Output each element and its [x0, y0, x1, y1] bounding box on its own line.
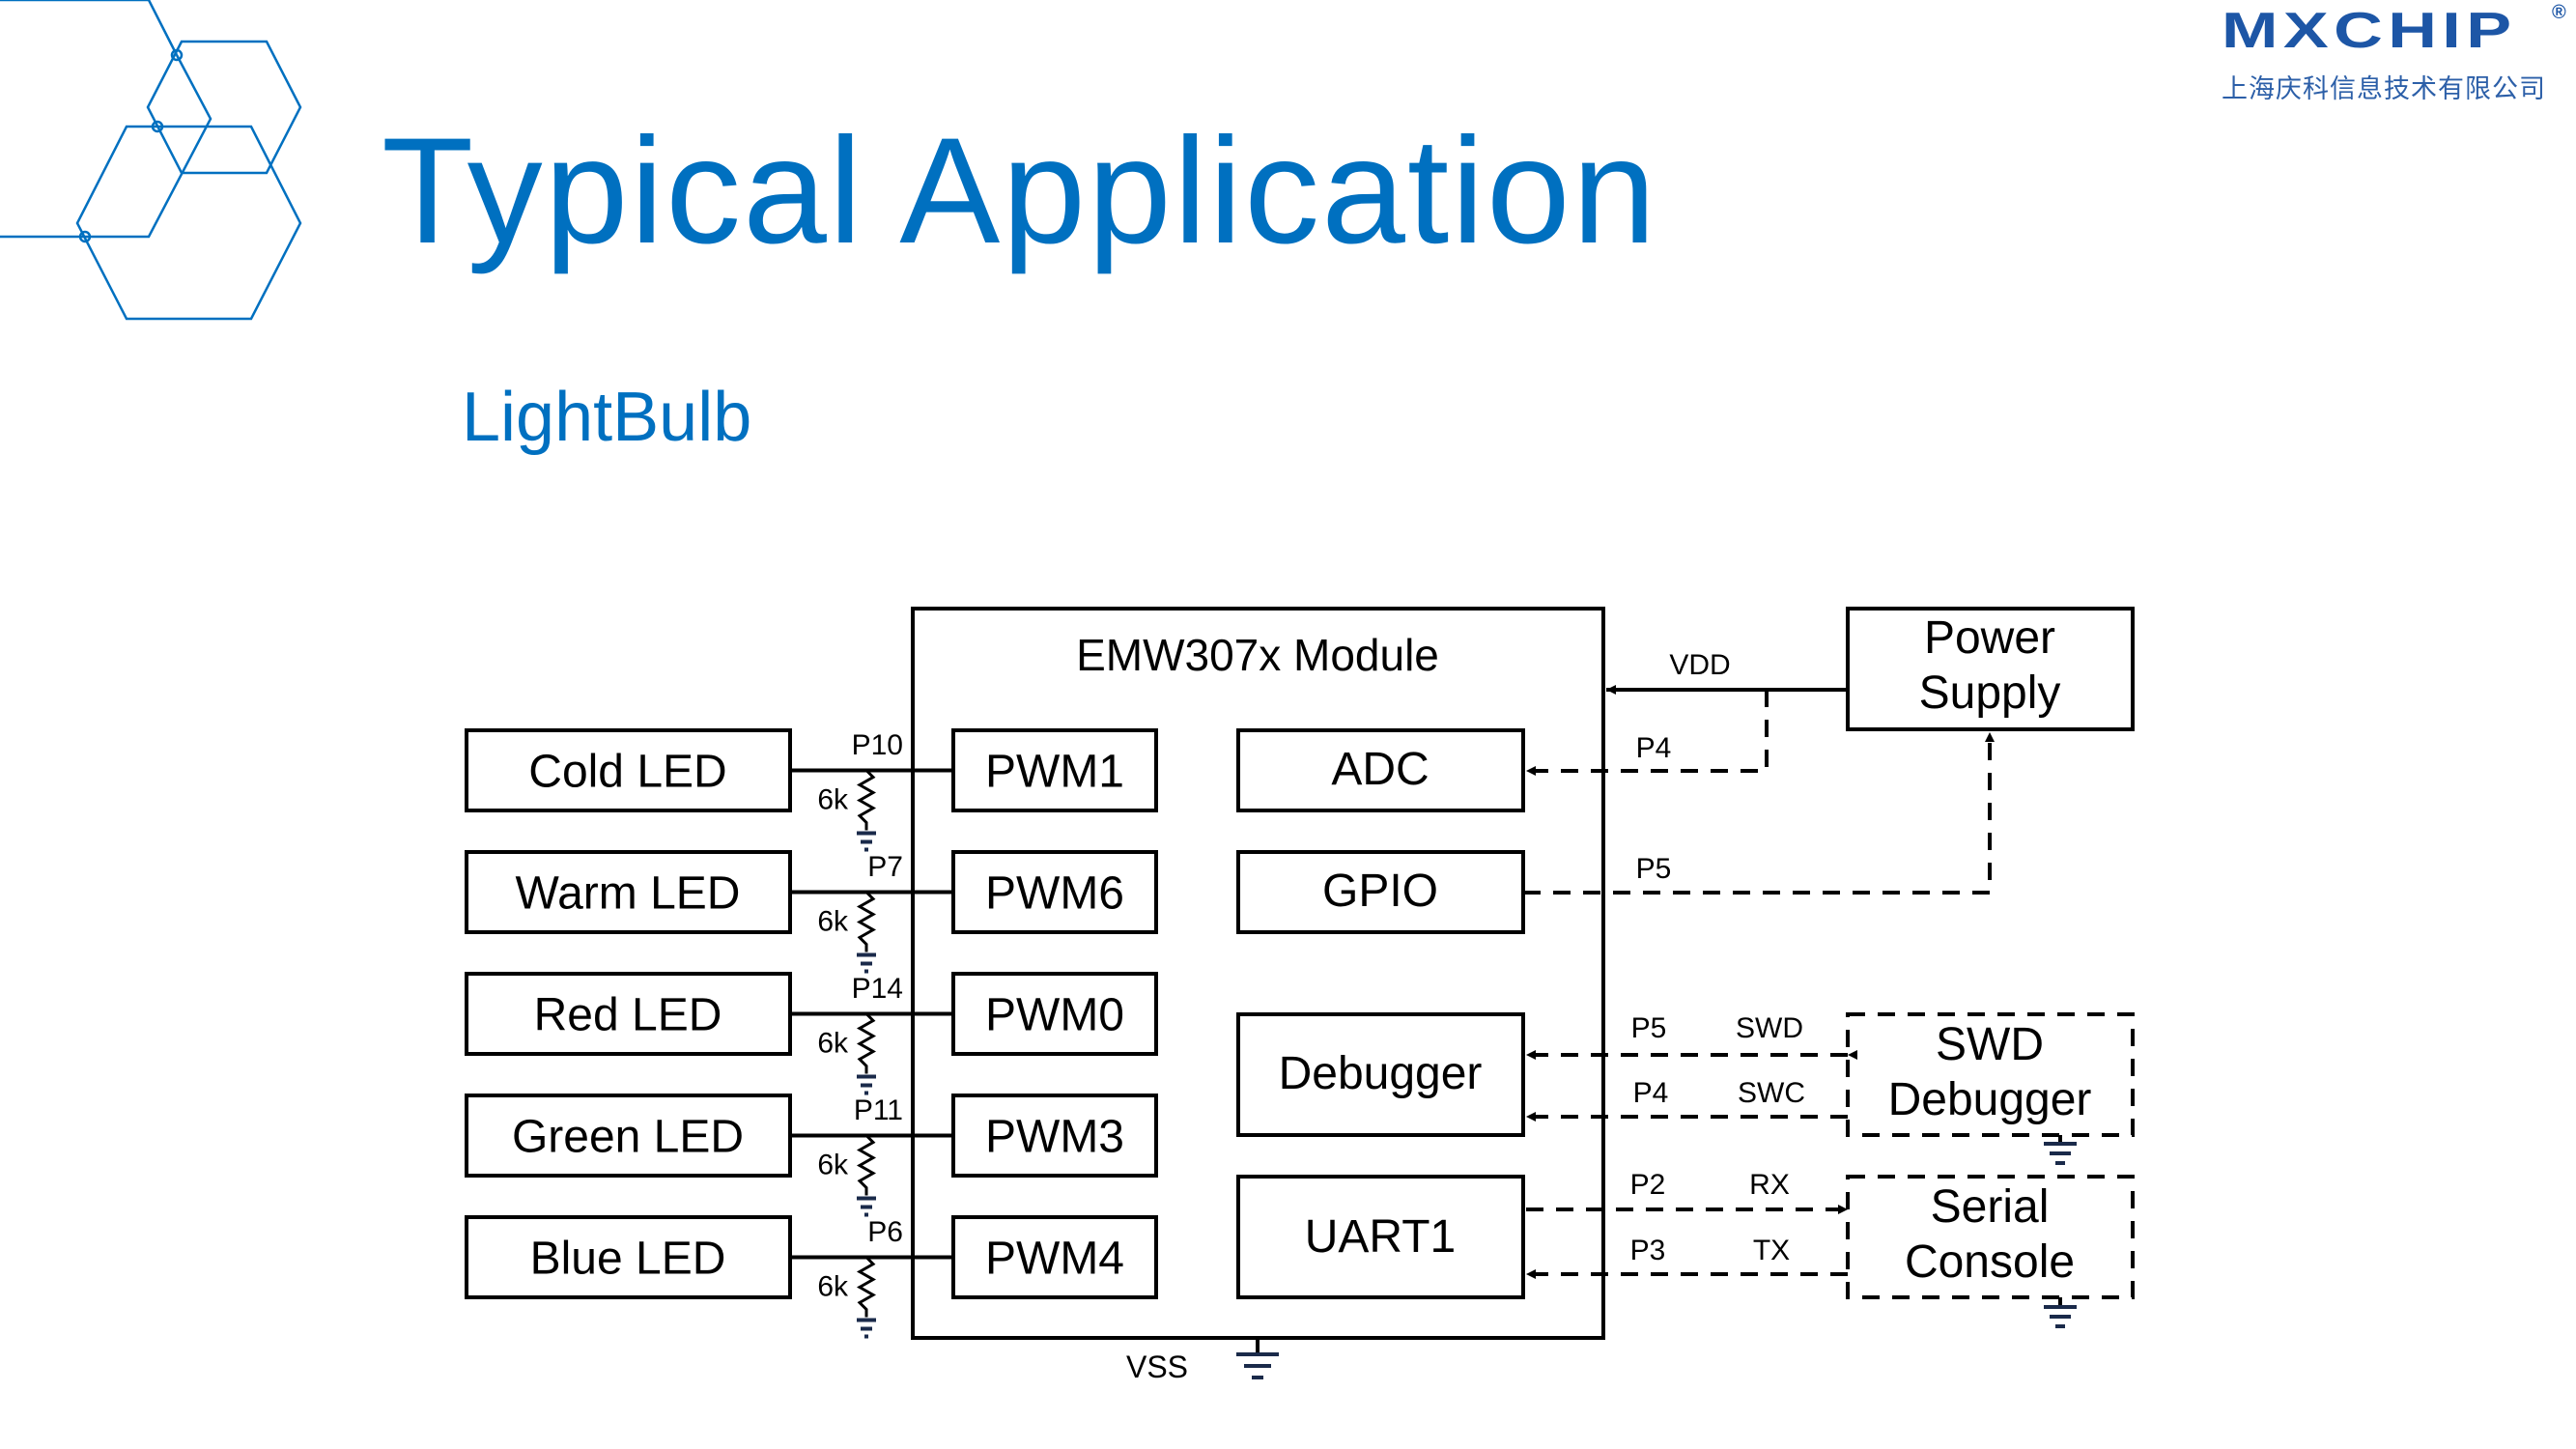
resistor-value: 6k — [817, 1271, 849, 1303]
resistor-icon — [856, 769, 877, 831]
resistor-icon — [856, 1134, 877, 1196]
pwm-label: PWM1 — [985, 747, 1124, 798]
ground-icon — [857, 1196, 876, 1217]
swd-pin-label: P5 — [1631, 1012, 1667, 1044]
serial-console-label-2: Console — [1905, 1236, 2075, 1288]
swd-debugger-label-1: SWD — [1936, 1019, 2044, 1070]
gpio-block: GPIO — [1236, 850, 1525, 934]
resistor-icon — [856, 891, 877, 952]
mxchip-logo: MXCHIP ® 上海庆科信息技术有限公司 — [2222, 2, 2569, 104]
resistor-value: 6k — [817, 784, 849, 816]
resistor-value: 6k — [817, 1150, 849, 1181]
hex-line-left — [0, 54, 212, 239]
power-supply-block: Power Supply — [1846, 607, 2135, 731]
emw307x-module: EMW307x Module VSS — [911, 607, 1605, 1384]
led-label: Blue LED — [530, 1234, 726, 1285]
pwm-label: PWM3 — [985, 1112, 1124, 1163]
pin-label: P6 — [867, 1216, 903, 1248]
pin-label: P14 — [852, 973, 903, 1005]
rx-signal-label: RX — [1749, 1169, 1790, 1201]
swd-signal-label: SWD — [1736, 1012, 1803, 1044]
tx-signal-label: TX — [1753, 1235, 1790, 1266]
debugger-label: Debugger — [1279, 1048, 1483, 1099]
swd-debugger-label-2: Debugger — [1888, 1074, 2092, 1125]
ground-icon — [857, 1074, 876, 1095]
vdd-label: VDD — [1669, 649, 1730, 681]
hexagon-small — [146, 40, 302, 175]
resistor-icon — [856, 1012, 877, 1074]
swc-pin-label: P4 — [1633, 1077, 1669, 1109]
logo-brand: MXCHIP — [2222, 3, 2517, 59]
pin-label: P7 — [867, 851, 903, 883]
led-label: Green LED — [512, 1112, 744, 1163]
hex-node — [170, 48, 184, 62]
serial-console-block: Serial Console — [1846, 1175, 2135, 1328]
swd-debugger-block: SWD Debugger — [1846, 1012, 2135, 1165]
gpio-label: GPIO — [1322, 866, 1438, 917]
serial-console-label-1: Serial — [1931, 1181, 2050, 1233]
adc-pin-label: P4 — [1636, 732, 1672, 764]
gpio-pin-label: P5 — [1636, 853, 1672, 885]
led-label: Warm LED — [516, 868, 741, 920]
ground-icon — [857, 952, 876, 974]
gpio-control-line — [1523, 732, 1995, 895]
debugger-block: Debugger — [1236, 1012, 1525, 1137]
pwm-box — [951, 972, 1158, 1056]
swc-signal-label: SWC — [1738, 1077, 1805, 1109]
hex-node — [151, 120, 164, 133]
slide-subtitle: LightBulb — [462, 379, 752, 456]
logo-company-name: 上海庆科信息技术有限公司 — [2222, 74, 2546, 104]
module-ground — [1236, 1338, 1279, 1379]
tx-pin-label: P3 — [1630, 1235, 1666, 1266]
pin-label: P10 — [852, 729, 903, 761]
led-label: Red LED — [534, 990, 722, 1041]
pwm-label: PWM0 — [985, 990, 1124, 1041]
logo-registered-mark: ® — [2552, 2, 2566, 23]
resistor-value: 6k — [817, 906, 849, 938]
vss-label: VSS — [1126, 1350, 1188, 1384]
pwm-label: PWM4 — [985, 1234, 1124, 1285]
resistor-value: 6k — [817, 1028, 849, 1060]
led-row: Warm LED PWM6 P7 6k — [465, 850, 1158, 974]
led-row: Blue LED PWM4 P6 6k — [465, 1215, 1158, 1339]
uart1-block: UART1 — [1236, 1175, 1525, 1299]
hex-line-top — [0, 0, 179, 56]
hex-node — [78, 230, 92, 243]
hexagon-decoration — [0, 0, 302, 321]
led-label: Cold LED — [528, 747, 726, 798]
pwm-box — [951, 850, 1158, 934]
adc-block: ADC — [1236, 728, 1525, 812]
pwm-box — [951, 1094, 1158, 1178]
pwm-label: PWM6 — [985, 868, 1124, 920]
rx-pin-label: P2 — [1630, 1169, 1666, 1201]
module-label: EMW307x Module — [1076, 630, 1439, 680]
resistor-icon — [856, 1256, 877, 1318]
adc-sense-line — [1526, 690, 1769, 776]
uart1-label: UART1 — [1305, 1211, 1457, 1263]
ground-icon — [2044, 1135, 2077, 1165]
ground-icon — [2044, 1297, 2077, 1328]
slide-title: Typical Application — [382, 107, 1658, 275]
power-supply-label-1: Power — [1924, 612, 2055, 664]
ground-icon — [857, 1318, 876, 1339]
adc-label: ADC — [1331, 744, 1429, 795]
pin-label: P11 — [854, 1094, 903, 1126]
ground-icon — [857, 831, 876, 852]
hexagon-large — [75, 125, 302, 321]
pwm-box — [951, 1215, 1158, 1299]
power-supply-label-2: Supply — [1919, 668, 2061, 719]
pwm-box — [951, 728, 1158, 812]
